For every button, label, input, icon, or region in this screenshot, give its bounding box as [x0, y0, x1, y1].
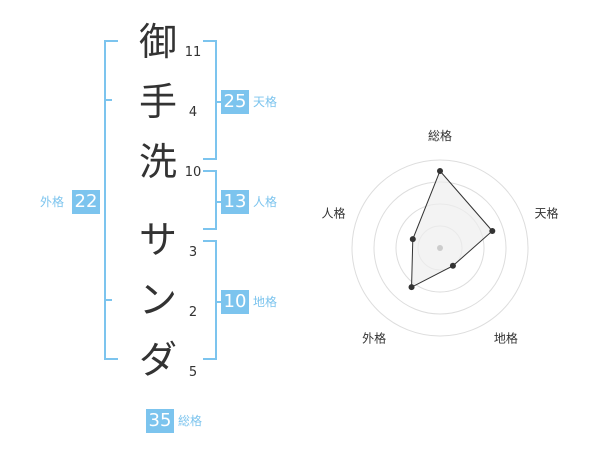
stroke-count-5: 2 [188, 305, 198, 320]
soukaku-label: 総格 [178, 414, 203, 428]
name-char-2: 手 [138, 80, 177, 124]
tenkaku-label: 天格 [253, 95, 278, 109]
name-char-6: ダ [138, 338, 177, 382]
gaikaku-label: 外格 [40, 195, 65, 209]
name-char-5: ン [138, 278, 177, 322]
chikaku-value-badge: 10 [221, 290, 249, 314]
radar-area [411, 170, 494, 288]
tenkaku-value-badge: 25 [221, 90, 249, 114]
stroke-count-6: 5 [188, 365, 198, 380]
radar-point-3 [449, 262, 456, 269]
stroke-count-1: 11 [184, 45, 202, 60]
radar-axis-label-4: 外格 [362, 331, 386, 346]
radar-ring-4 [351, 159, 529, 337]
radar-point-4 [408, 284, 415, 291]
radar-axis-label-3: 地格 [494, 331, 518, 346]
gaikaku-value-badge: 22 [72, 190, 100, 214]
soukaku-value-badge: 35 [146, 409, 174, 433]
radar-point-1 [437, 168, 443, 174]
stroke-count-2: 4 [188, 105, 198, 120]
chikaku-label: 地格 [253, 295, 278, 309]
radar-point-5 [409, 236, 416, 243]
jinkaku-value-badge: 13 [221, 190, 249, 214]
stroke-count-4: 3 [188, 245, 198, 260]
radar-axis-label-5: 人格 [321, 205, 345, 220]
radar-axis-label-1: 総格 [428, 128, 452, 143]
radar-point-2 [489, 228, 496, 235]
radar-center [437, 245, 443, 251]
radar-axis-label-2: 天格 [535, 205, 559, 220]
name-char-4: サ [138, 218, 177, 262]
jinkaku-label: 人格 [253, 195, 278, 209]
name-char-1: 御 [138, 20, 177, 64]
stroke-count-3: 10 [184, 165, 202, 180]
name-char-3: 洗 [138, 140, 177, 184]
